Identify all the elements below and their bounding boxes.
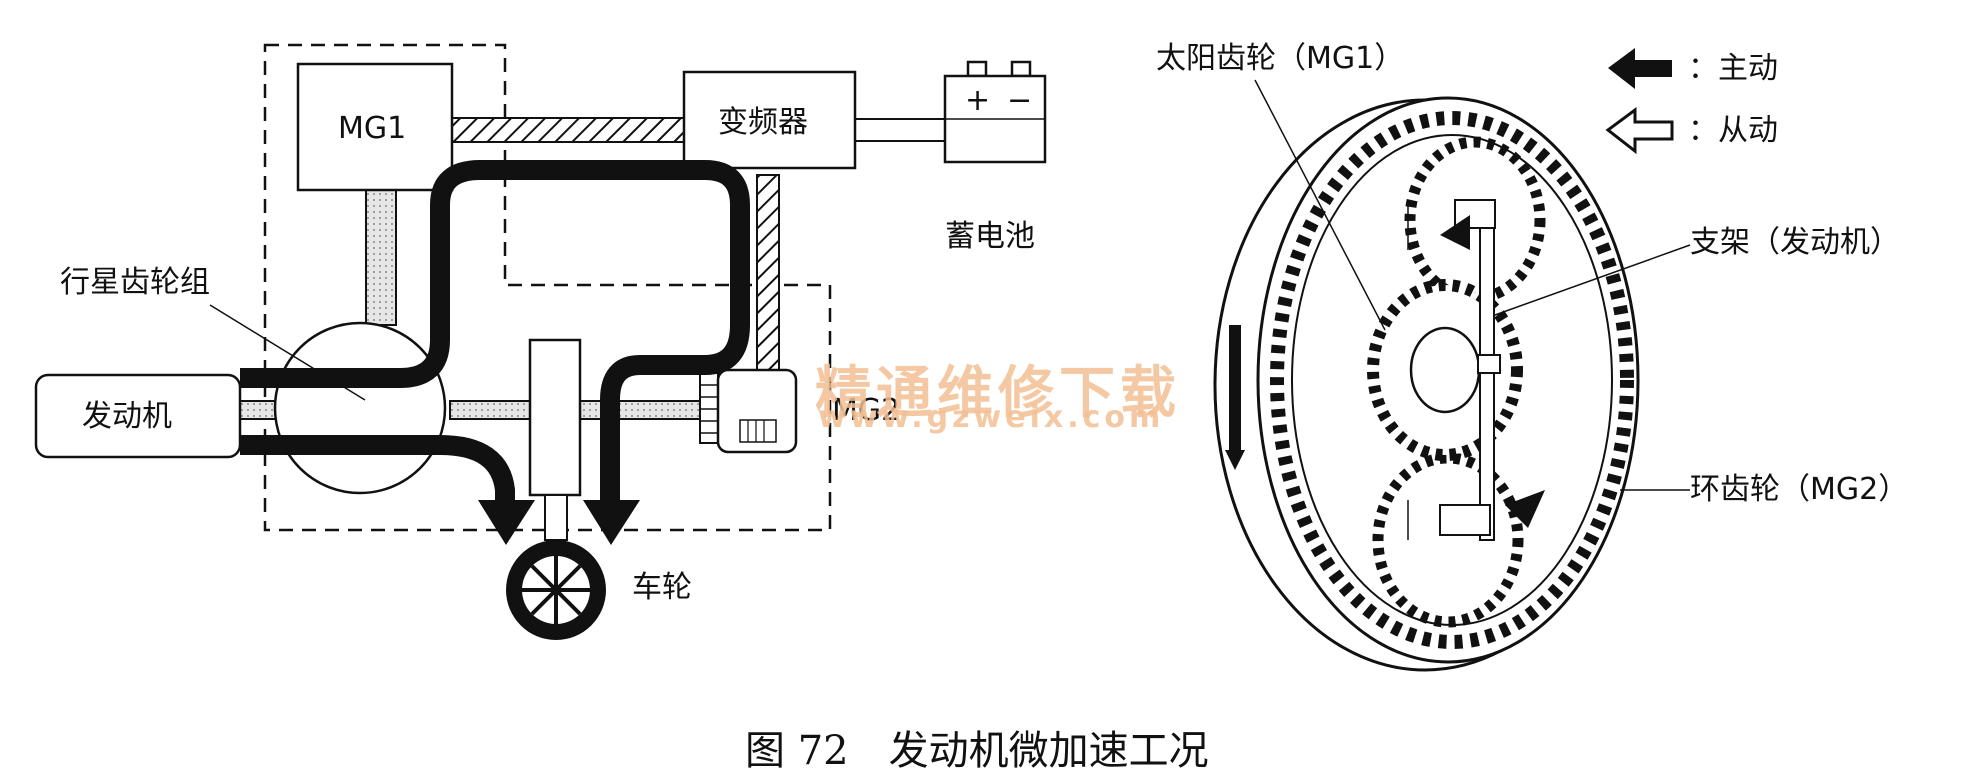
battery-plus: + [965,83,990,118]
legend-active-arrow-icon [1608,48,1672,89]
sun-gear-leader [1254,79,1386,331]
carrier-label: 支架（发动机） [1690,225,1900,260]
legend-active-label: ：主动 [1688,51,1778,86]
planetary-gear-circle [273,321,447,495]
legend-passive-arrow-icon [1605,107,1674,155]
watermark-url: www.gzweix.com [818,400,1165,435]
mg1-box [296,62,454,192]
flow-engine-to-wheel [240,435,515,505]
gear-assembly [1213,96,1640,672]
battery-icon: + − [943,60,1047,164]
mg1-shaft [365,189,397,326]
figure-caption: 图 72 发动机微加速工况 [745,728,1209,774]
planet-driven-arrow-upper [1440,215,1470,250]
lower-planet-gear [1372,452,1524,628]
inverter-box [682,70,857,170]
reducer-box [528,338,582,497]
mg2-label: MG2 [832,393,900,428]
ring-gear-label: 环齿轮（MG2） [1690,472,1909,507]
wheel-label: 车轮 [632,570,692,605]
dashed-housing-outline [263,43,832,532]
inverter-battery-link [854,118,946,142]
wheel-icon [506,494,606,640]
flow-arrowhead-right [583,500,640,545]
engine-label: 发动机 [82,399,172,434]
carrier-leader [1494,244,1691,316]
flow-arrowhead-left [478,500,535,545]
sun-gear-label: 太阳齿轮（MG1） [1156,41,1405,76]
engine-box [34,373,242,459]
mg1-inverter-link [451,117,685,143]
battery-label: 蓄电池 [945,219,1035,254]
mg2-motor [699,368,798,454]
mg1-label: MG1 [338,111,406,146]
power-flow-arrows [240,160,750,505]
planet-driven-arrow-lower [1505,490,1545,528]
legend-passive-label: ：从动 [1688,113,1778,148]
watermark-text: 精通维修下载 [815,361,1181,426]
output-shaft [449,400,736,420]
inverter-mg2-link [756,174,780,376]
inverter-label: 变频器 [718,105,808,140]
flow-engine-to-mg1-wheel [240,160,750,500]
battery-minus: − [1007,83,1032,118]
ring-gear-teeth [1270,111,1634,649]
planetary-gear-label: 行星齿轮组 [60,265,210,300]
